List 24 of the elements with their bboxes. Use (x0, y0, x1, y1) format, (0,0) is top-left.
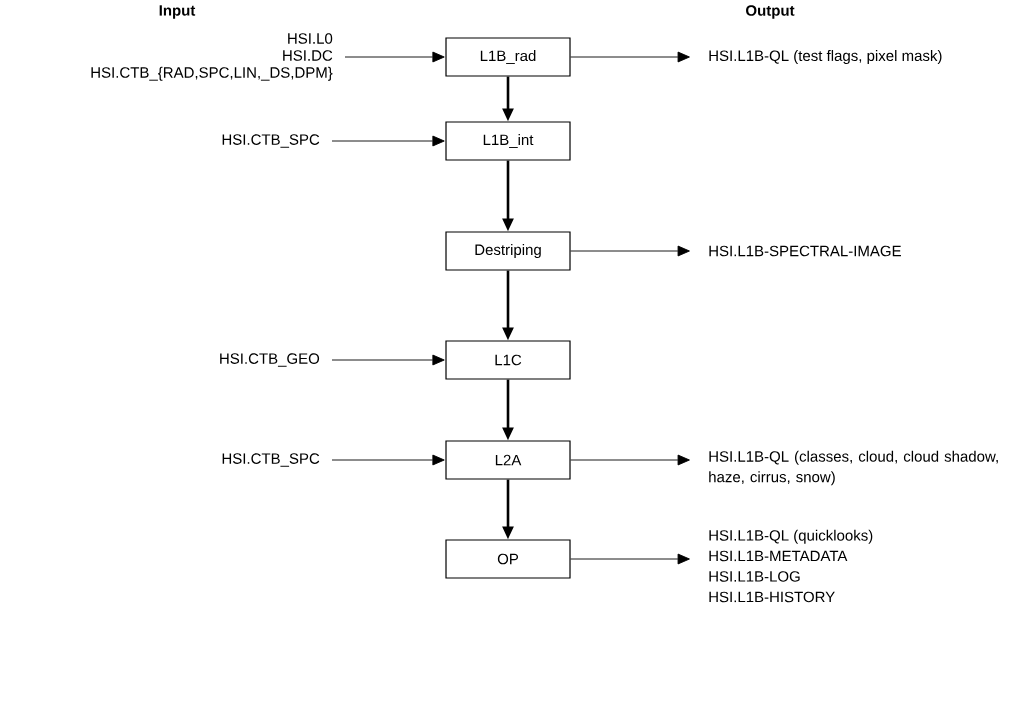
column-heading: Output (746, 5, 795, 19)
input-text: HSI.L0 HSI.DC HSI.CTB_{RAD,SPC,LIN,_DS,DPM} (91, 33, 333, 81)
output-text: HSI.L1B-QL (classes, cloud, cloud shadow, haze, cirrus, snow) (709, 450, 998, 486)
input-text: HSI.CTB_GEO (220, 353, 320, 367)
process-box: L1B_int (445, 121, 571, 161)
input-text: HSI.CTB_SPC (222, 134, 320, 148)
process-box: Destriping (445, 231, 571, 271)
column-heading: Input (159, 5, 196, 19)
process-box: L1B_rad (445, 37, 571, 77)
arrow (331, 354, 445, 366)
arrow (570, 51, 690, 63)
process-box: L1C (445, 340, 571, 380)
input-text: HSI.CTB_SPC (222, 453, 320, 467)
arrow (570, 553, 690, 565)
output-text: HSI.L1B-SPECTRAL-IMAGE (709, 245, 901, 257)
arrow (570, 245, 690, 257)
arrow (331, 454, 445, 466)
process-box: L2A (445, 440, 571, 480)
arrow (344, 51, 445, 63)
arrow (331, 135, 445, 147)
arrow (570, 454, 690, 466)
process-box: OP (445, 539, 571, 579)
output-text: HSI.L1B-QL (test flags, pixel mask) (709, 50, 942, 64)
output-text: HSI.L1B-QL (quicklooks) HSI.L1B-METADATA HSI.L1B-LOG HSI.L1B-HISTORY (709, 529, 873, 603)
